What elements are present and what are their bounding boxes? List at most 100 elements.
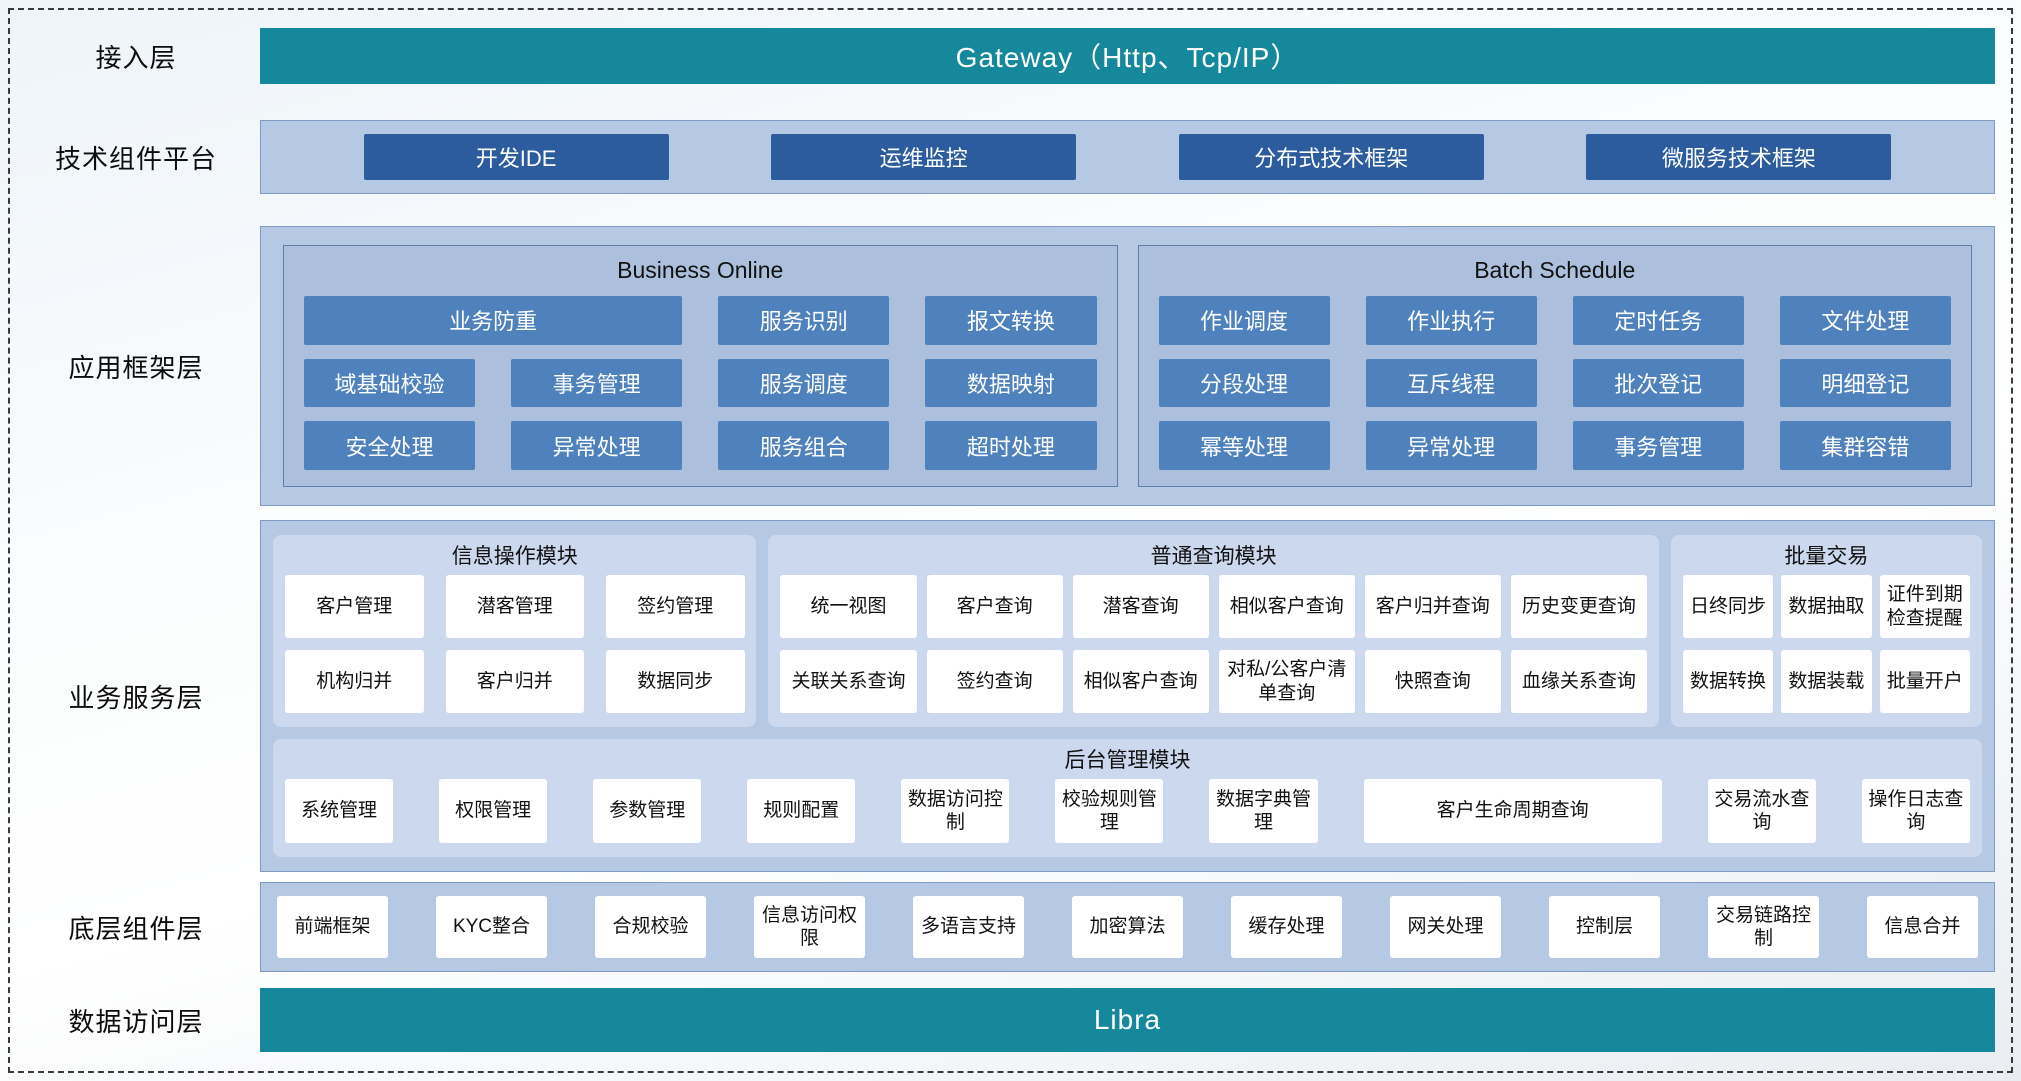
info-ops-panel: 信息操作模块 客户管理 潜客管理 签约管理 机构归并 客户归并 数据同步 — [273, 535, 757, 727]
tech-item-microservice-framework: 微服务技术框架 — [1586, 134, 1892, 180]
service-cell: 数据转换 — [1682, 650, 1774, 713]
framework-chip: 集群容错 — [1779, 421, 1951, 470]
base-components-row: 底层组件层 前端框架 KYC整合 合规校验 信息访问权限 多语言支持 加密算法 … — [12, 882, 1995, 972]
service-cell: 日终同步 — [1682, 575, 1774, 638]
component-cell: 合规校验 — [595, 896, 706, 958]
gateway-banner: Gateway（Http、Tcp/IP） — [260, 28, 1995, 84]
batch-trade-panel: 批量交易 日终同步 数据抽取 证件到期检查提醒 数据转换 数据装载 批量开户 — [1670, 535, 1982, 727]
framework-chip: 分段处理 — [1158, 358, 1330, 408]
layer-label-base-components: 底层组件层 — [68, 913, 204, 944]
service-cell: 客户归并 — [445, 650, 584, 713]
tech-item-distributed-framework: 分布式技术框架 — [1178, 134, 1484, 180]
batch-schedule-title: Batch Schedule — [1474, 257, 1636, 283]
service-cell: 数据访问控制 — [901, 779, 1010, 843]
service-cell: 血缘关系查询 — [1510, 650, 1647, 713]
service-cell: 数据同步 — [606, 650, 745, 713]
component-cell: 多语言支持 — [913, 896, 1024, 958]
framework-chip: 服务组合 — [718, 421, 890, 470]
service-cell: 客户管理 — [285, 575, 424, 638]
component-cell: 加密算法 — [1072, 896, 1183, 958]
framework-chip: 定时任务 — [1572, 296, 1744, 345]
service-cell: 权限管理 — [439, 779, 548, 843]
service-cell: 交易流水查询 — [1707, 779, 1816, 843]
framework-chip: 报文转换 — [925, 296, 1097, 345]
service-cell: 数据字典管理 — [1209, 779, 1318, 843]
tech-platform-row: 技术组件平台 开发IDE 运维监控 分布式技术框架 微服务技术框架 — [12, 120, 1995, 194]
service-cell: 参数管理 — [593, 779, 702, 843]
framework-chip: 服务调度 — [718, 358, 890, 408]
business-online-grid: 业务防重 服务识别 报文转换 域基础校验 事务管理 服务调度 数据映射 安全处理… — [304, 296, 1097, 470]
layer-label-access: 接入层 — [95, 42, 177, 73]
app-framework-row: 应用框架层 Business Online 业务防重 服务识别 报文转换 域基础… — [12, 226, 1995, 506]
query-title: 普通查询模块 — [1150, 545, 1277, 568]
component-cell: 网关处理 — [1390, 896, 1501, 958]
batch-trade-title: 批量交易 — [1784, 545, 1869, 568]
framework-chip: 异常处理 — [1365, 421, 1537, 470]
framework-chip: 明细登记 — [1779, 358, 1951, 408]
business-service-row: 业务服务层 信息操作模块 客户管理 潜客管理 签约管理 机构归并 — [12, 520, 1995, 872]
business-service-top: 信息操作模块 客户管理 潜客管理 签约管理 机构归并 客户归并 数据同步 — [273, 535, 1982, 727]
tech-platform-container: 开发IDE 运维监控 分布式技术框架 微服务技术框架 — [260, 120, 1995, 194]
framework-chip: 域基础校验 — [304, 358, 476, 408]
service-cell: 客户查询 — [926, 575, 1063, 638]
service-cell: 相似客户查询 — [1218, 575, 1355, 638]
service-cell: 对私/公客户清单查询 — [1218, 650, 1355, 713]
framework-chip: 服务识别 — [718, 296, 890, 345]
tech-item-dev-ide: 开发IDE — [363, 134, 669, 180]
service-cell: 快照查询 — [1364, 650, 1501, 713]
framework-chip: 事务管理 — [511, 358, 683, 408]
framework-chip: 文件处理 — [1779, 296, 1951, 345]
service-cell: 潜客查询 — [1072, 575, 1209, 638]
framework-chip: 超时处理 — [925, 421, 1097, 470]
access-layer-row: 接入层 Gateway（Http、Tcp/IP） — [12, 28, 1995, 84]
framework-chip: 幂等处理 — [1158, 421, 1330, 470]
app-framework-container: Business Online 业务防重 服务识别 报文转换 域基础校验 事务管… — [260, 226, 1995, 506]
service-cell: 批量开户 — [1879, 650, 1970, 713]
info-ops-title: 信息操作模块 — [451, 545, 578, 568]
service-cell: 签约查询 — [926, 650, 1063, 713]
component-cell: 信息合并 — [1867, 896, 1978, 958]
layer-label-app-framework: 应用框架层 — [68, 352, 204, 383]
framework-chip: 数据映射 — [925, 358, 1097, 408]
service-cell: 潜客管理 — [445, 575, 584, 638]
service-cell: 规则配置 — [747, 779, 856, 843]
framework-chip: 异常处理 — [511, 421, 683, 470]
layer-label-tech-platform: 技术组件平台 — [54, 143, 217, 174]
business-online-title: Business Online — [617, 257, 784, 283]
component-cell: 前端框架 — [277, 896, 388, 958]
framework-chip: 作业执行 — [1365, 296, 1537, 345]
admin-title: 后台管理模块 — [1064, 749, 1191, 772]
service-cell: 相似客户查询 — [1072, 650, 1209, 713]
service-cell: 历史变更查询 — [1510, 575, 1647, 638]
service-cell: 证件到期检查提醒 — [1879, 575, 1970, 638]
batch-schedule-grid: 作业调度 作业执行 定时任务 文件处理 分段处理 互斥线程 批次登记 明细登记 … — [1158, 296, 1951, 470]
service-cell: 机构归并 — [285, 650, 424, 713]
admin-panel: 后台管理模块 系统管理 权限管理 参数管理 规则配置 数据访问控制 校验规则管理… — [273, 739, 1982, 857]
layer-label-business-service: 业务服务层 — [68, 682, 204, 713]
component-cell: 交易链路控制 — [1708, 896, 1819, 958]
service-cell: 数据抽取 — [1781, 575, 1872, 638]
framework-chip: 业务防重 — [304, 296, 683, 345]
component-cell: 控制层 — [1549, 896, 1660, 958]
component-cell: 缓存处理 — [1231, 896, 1342, 958]
service-cell: 关联关系查询 — [780, 650, 917, 713]
business-service-container: 信息操作模块 客户管理 潜客管理 签约管理 机构归并 客户归并 数据同步 — [260, 520, 1995, 872]
framework-chip: 互斥线程 — [1365, 358, 1537, 408]
framework-chip: 批次登记 — [1572, 358, 1744, 408]
data-access-row: 数据访问层 Libra — [12, 988, 1995, 1052]
tech-item-ops-monitor: 运维监控 — [771, 134, 1077, 180]
service-cell: 操作日志查询 — [1861, 779, 1970, 843]
service-cell: 客户生命周期查询 — [1363, 779, 1662, 843]
business-online-panel: Business Online 业务防重 服务识别 报文转换 域基础校验 事务管… — [283, 245, 1118, 487]
service-cell: 系统管理 — [285, 779, 394, 843]
service-cell: 客户归并查询 — [1364, 575, 1501, 638]
service-cell: 签约管理 — [606, 575, 745, 638]
base-components-container: 前端框架 KYC整合 合规校验 信息访问权限 多语言支持 加密算法 缓存处理 网… — [260, 882, 1995, 972]
framework-chip: 事务管理 — [1572, 421, 1744, 470]
service-cell: 校验规则管理 — [1055, 779, 1164, 843]
batch-schedule-panel: Batch Schedule 作业调度 作业执行 定时任务 文件处理 分段处理 … — [1137, 245, 1972, 487]
service-cell: 统一视图 — [780, 575, 917, 638]
libra-banner: Libra — [260, 988, 1995, 1052]
component-cell: 信息访问权限 — [754, 896, 865, 958]
